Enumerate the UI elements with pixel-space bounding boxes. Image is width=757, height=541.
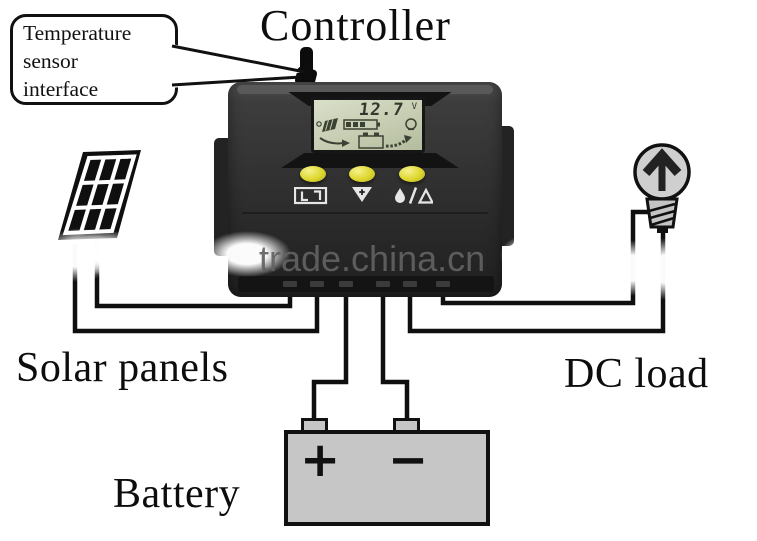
- callout-line-1: Temperature: [23, 21, 132, 45]
- battery-icon: [358, 135, 384, 149]
- controller-button-2: [349, 166, 375, 182]
- down-arrow-plus-icon: [352, 187, 372, 202]
- droplet-slash-triangle-icon: [395, 187, 433, 204]
- temperature-sensor-callout: Temperature sensor interface: [10, 14, 178, 105]
- terminal-screw-4: [376, 281, 390, 287]
- terminal-screw-6: [436, 281, 450, 287]
- slash-icon: [408, 187, 418, 204]
- controller-lid-highlight: [237, 85, 493, 94]
- callout-line-3: interface: [23, 76, 99, 101]
- terminal-screw-1: [283, 281, 297, 287]
- controller-button-3: [399, 166, 425, 182]
- terminal-screw-2: [310, 281, 324, 287]
- watermark-glow: [642, 238, 688, 300]
- controller-title: Controller: [260, 1, 451, 50]
- watermark-glow: [74, 230, 140, 276]
- lcd-voltage-unit: V: [411, 102, 417, 112]
- battery-minus-sign: −: [388, 432, 429, 488]
- flow-arrow-left-icon: [319, 137, 344, 145]
- dc-load-label: DC load: [564, 351, 709, 397]
- lcd-display: 12.7 V: [311, 97, 425, 153]
- battery-label: Battery: [113, 471, 241, 517]
- bulb-filament-arrow: [642, 148, 682, 176]
- controller-mount-tab-left: [214, 138, 232, 256]
- bulb-contact-tip: [657, 227, 668, 233]
- light-bulb-graphic: [633, 143, 691, 233]
- controller-button-1: [300, 166, 326, 182]
- droplet-icon: [395, 188, 405, 203]
- callout-line-2: sensor: [23, 48, 78, 73]
- battery-plus-sign: +: [300, 432, 341, 488]
- watermark-text: trade.china.cn: [259, 238, 486, 279]
- controller-lcd-shadow: [281, 153, 459, 168]
- lcd-status-icons: [316, 118, 417, 149]
- lamp-icon: [405, 118, 417, 130]
- wire-battery-negative: [380, 291, 410, 420]
- terminal-screw-5: [403, 281, 417, 287]
- sun-icon: [316, 121, 322, 127]
- display-select-icon: [294, 187, 328, 205]
- wire-battery-positive: [311, 291, 349, 420]
- bulb-screw-base: [645, 197, 679, 229]
- battery-graphic: + −: [284, 430, 490, 526]
- controller-seam-line: [242, 212, 488, 214]
- flow-arrow-right-icon: [385, 137, 408, 148]
- triangle-warning-icon: [417, 187, 433, 204]
- solar-panels-label: Solar panels: [16, 345, 229, 391]
- charge-gauge-icon: [343, 119, 378, 130]
- terminal-screw-3: [339, 281, 353, 287]
- solar-panel-icon: [322, 118, 338, 132]
- solar-panel-graphic: [58, 150, 141, 240]
